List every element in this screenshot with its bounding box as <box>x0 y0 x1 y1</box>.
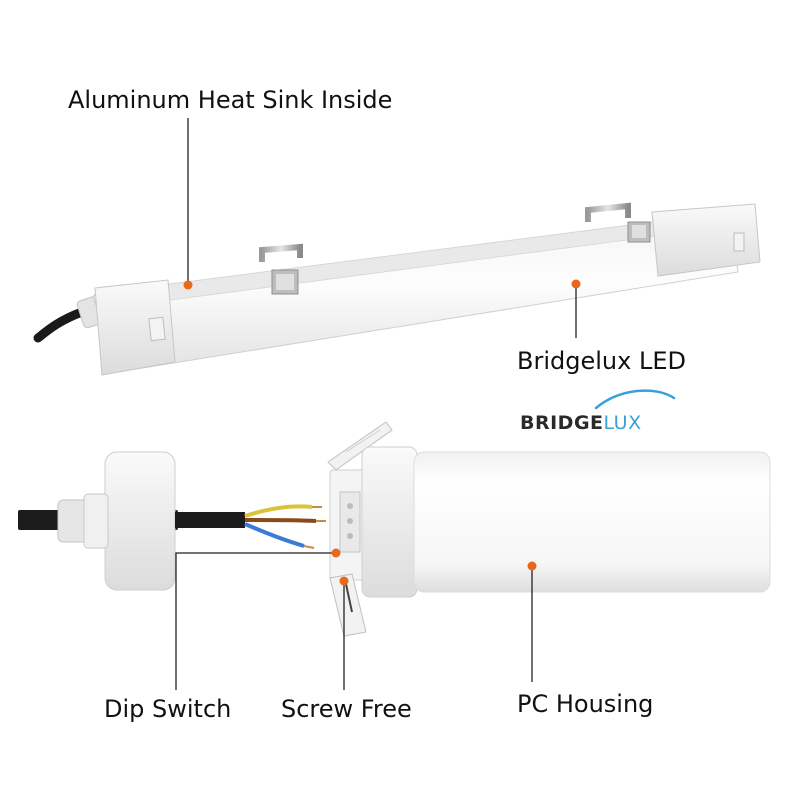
heat-sink-label: Aluminum Heat Sink Inside <box>68 86 393 114</box>
wire-blue <box>244 522 305 548</box>
latch-clip-bottom <box>329 573 367 637</box>
leader-lines <box>175 118 577 690</box>
led-marker <box>571 279 581 289</box>
pc-housing-label: PC Housing <box>517 690 654 718</box>
top-mounting-clip-right <box>585 202 651 243</box>
screw-free-label: Screw Free <box>281 695 412 723</box>
wire-yellow-green <box>244 504 313 518</box>
heat-sink-marker <box>183 280 193 290</box>
top-left-end-cap <box>94 279 176 376</box>
top-mounting-clip-left <box>259 243 303 295</box>
top-fixture <box>33 202 761 376</box>
bridgelux-logo: BRIDGELUX <box>520 414 642 433</box>
pc-housing-marker <box>527 561 537 571</box>
bottom-cable-gland <box>57 493 109 549</box>
led-label: Bridgelux LED <box>517 347 686 375</box>
top-right-end-cap <box>651 203 761 277</box>
markers <box>183 279 581 586</box>
dip-switch-label: Dip Switch <box>104 695 232 723</box>
dip-switch-leader <box>175 552 334 690</box>
screw-free-marker <box>339 576 349 586</box>
dip-switch-marker <box>331 548 341 558</box>
bottom-fixture <box>18 421 771 637</box>
top-power-cable <box>33 307 87 343</box>
tube-end-collar <box>361 446 418 598</box>
latch-clip-top <box>327 421 393 471</box>
removable-end-cap <box>104 451 176 591</box>
brand-logo-bold-text: BRIDGE <box>520 412 604 434</box>
wire-brown <box>244 518 317 523</box>
brand-logo-light-text: LUX <box>603 412 642 434</box>
pc-housing-tube <box>413 451 771 593</box>
brand-logo-swoosh <box>594 389 676 410</box>
